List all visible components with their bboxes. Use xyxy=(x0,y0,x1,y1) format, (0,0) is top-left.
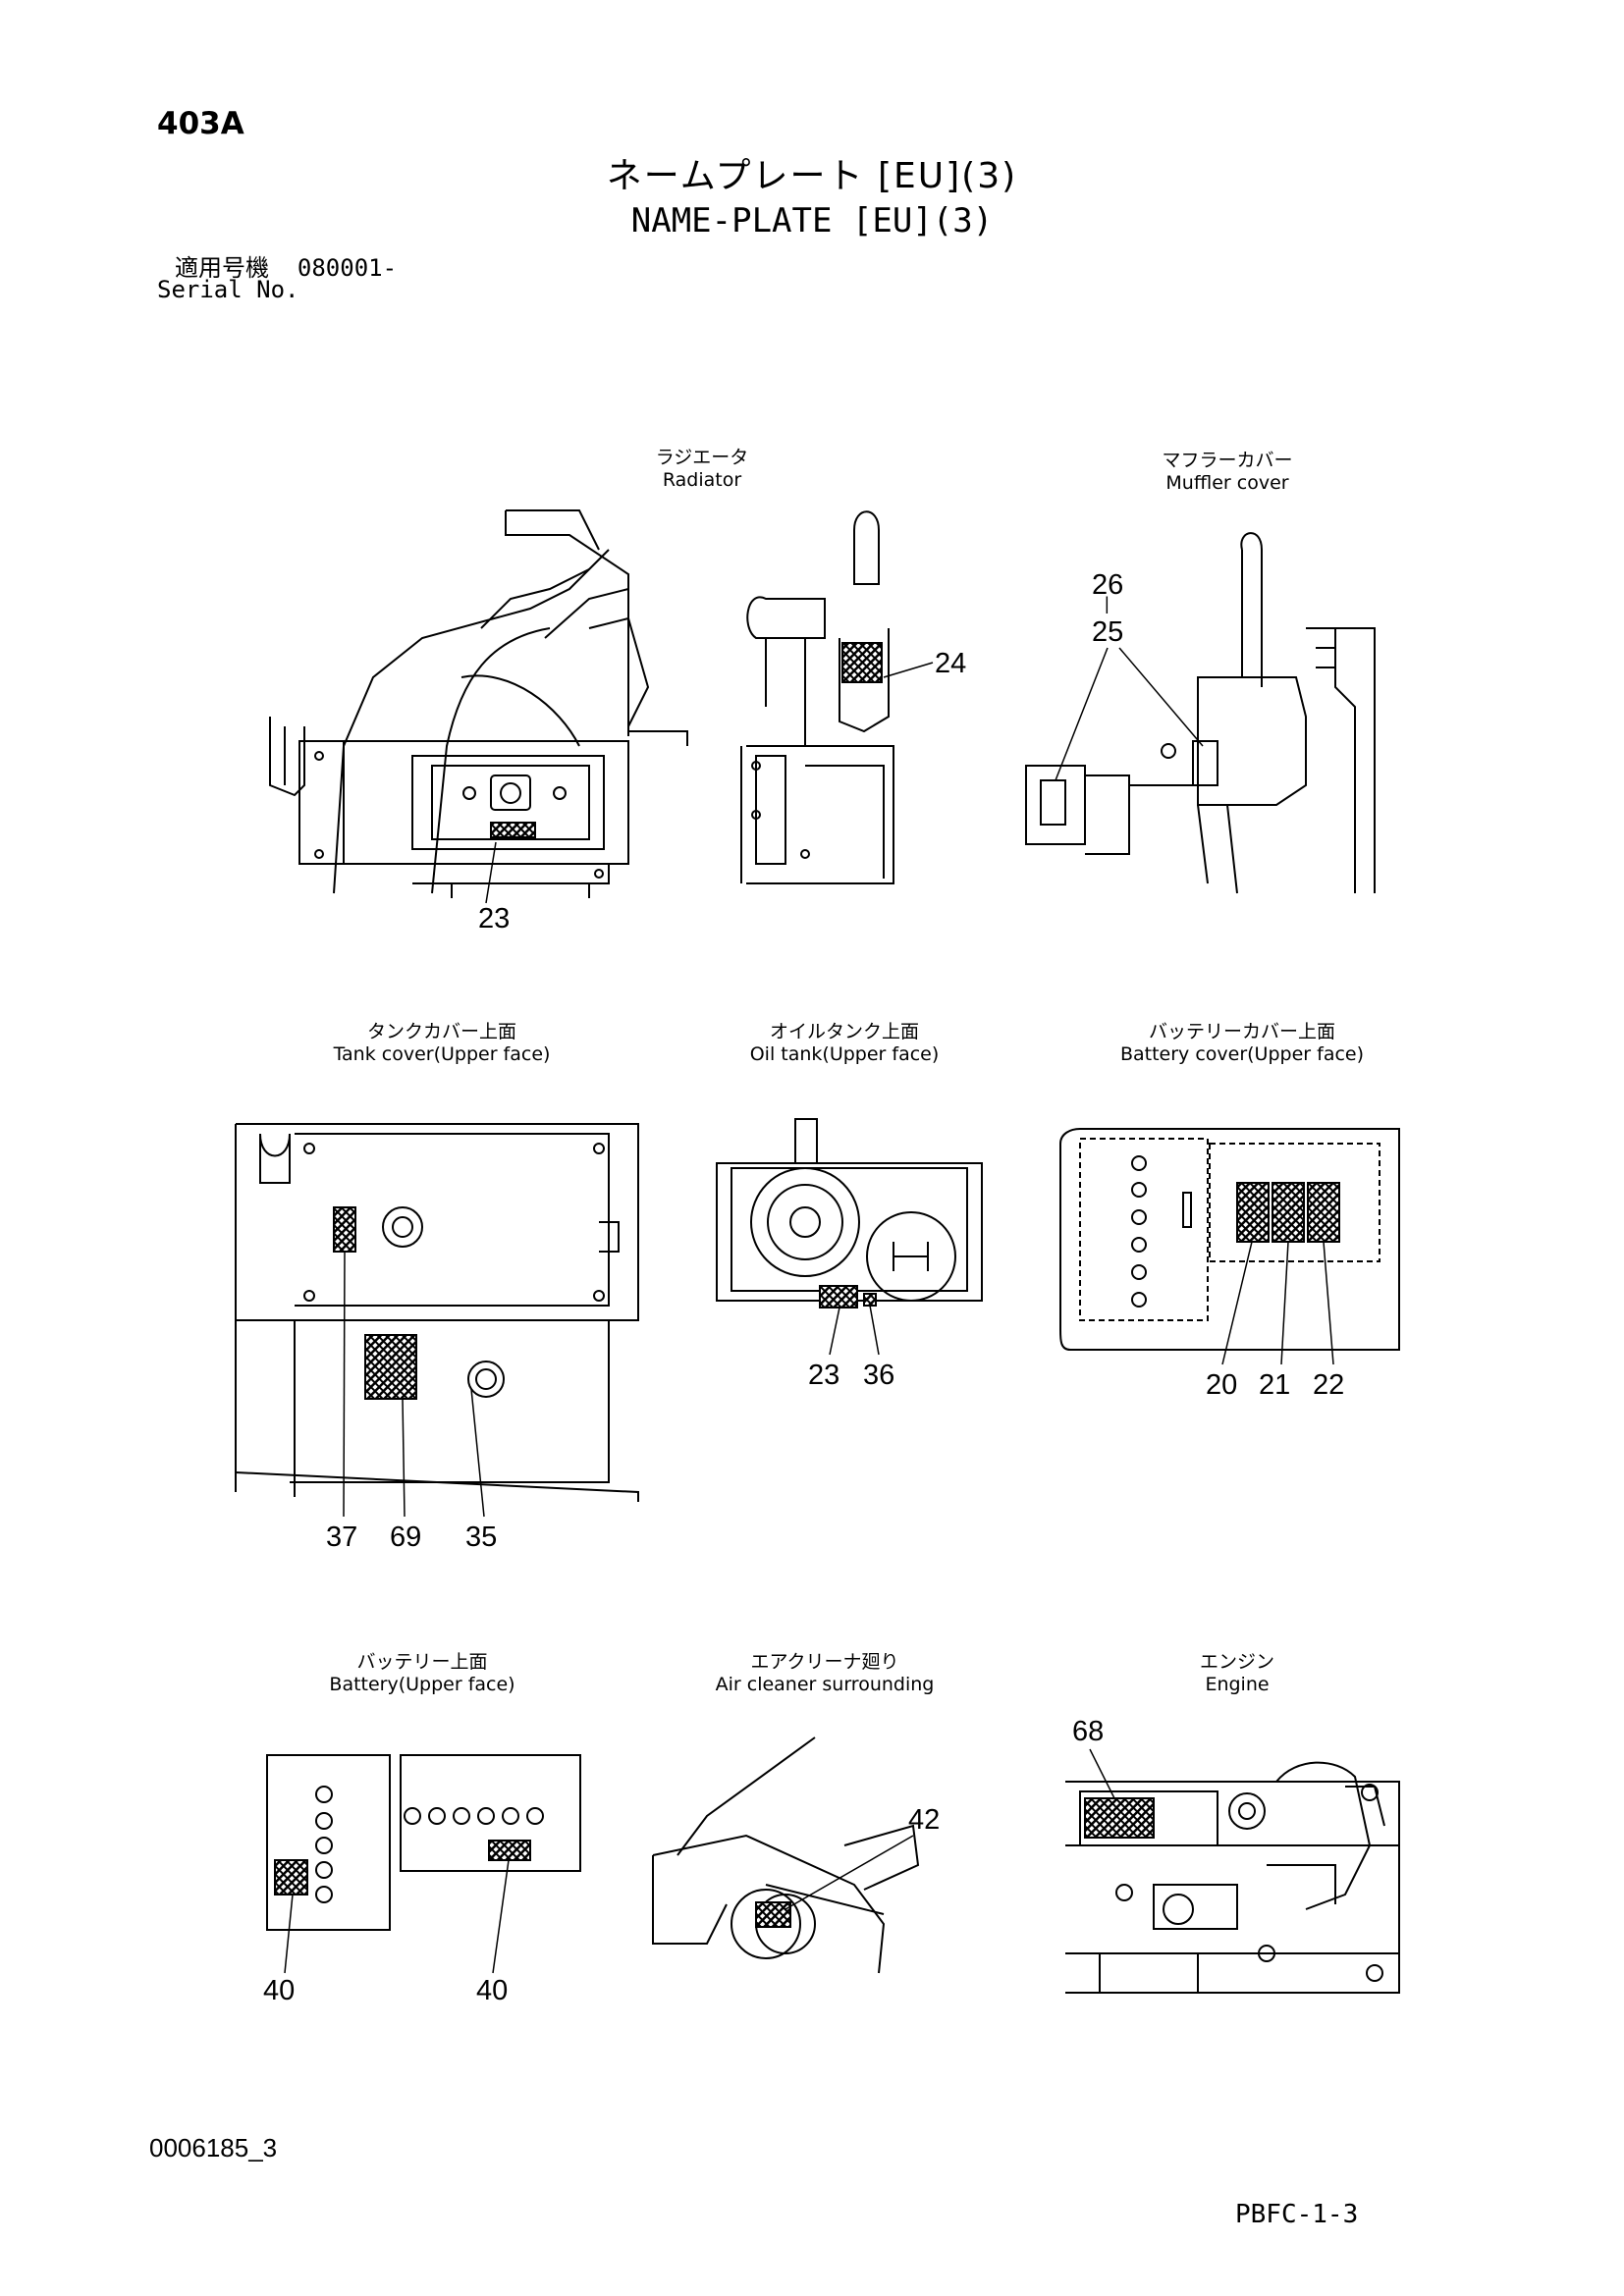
callout-tank-69: 69 xyxy=(390,1522,422,1553)
caption-tank-cover-en: Tank cover(Upper face) xyxy=(333,1043,551,1065)
page-title-jp: ネームプレート [EU](3) xyxy=(606,156,1018,196)
callout-tank-37: 37 xyxy=(326,1522,358,1553)
callout-muffler-26: 26 xyxy=(1092,569,1124,601)
serial-label-en: Serial No. xyxy=(157,276,299,303)
page-title-en: NAME-PLATE [EU](3) xyxy=(630,201,994,240)
callout-batcov-20: 20 xyxy=(1206,1369,1238,1401)
callout-batcov-22: 22 xyxy=(1313,1369,1345,1401)
battery-drawing xyxy=(267,1755,580,1973)
callout-tank-35: 35 xyxy=(465,1522,498,1553)
caption-oil-tank-jp: オイルタンク上面 xyxy=(769,1021,919,1042)
callout-batcov-21: 21 xyxy=(1259,1369,1291,1401)
radiator-front-drawing xyxy=(741,511,933,883)
caption-engine-jp: エンジン xyxy=(1199,1651,1274,1673)
callout-radiator-24: 24 xyxy=(935,648,967,679)
document-id: 0006185_3 xyxy=(149,2133,278,2163)
serial-label-jp: 適用号機 xyxy=(175,254,269,282)
page-reference: PBFC-1-3 xyxy=(1235,2200,1359,2229)
callout-battery-40-right: 40 xyxy=(476,1975,509,2006)
air-cleaner-drawing xyxy=(653,1737,918,1973)
caption-battery-cover: バッテリーカバー上面 Battery cover(Upper face) xyxy=(1100,1021,1384,1066)
caption-radiator: ラジエータ Radiator xyxy=(604,447,800,492)
callout-engine-68: 68 xyxy=(1072,1716,1105,1747)
caption-battery-en: Battery(Upper face) xyxy=(329,1674,515,1695)
caption-air-cleaner-en: Air cleaner surrounding xyxy=(715,1674,935,1695)
callout-oil-36: 36 xyxy=(863,1360,895,1391)
engine-drawing xyxy=(1065,1749,1399,1993)
caption-oil-tank-en: Oil tank(Upper face) xyxy=(749,1043,940,1065)
caption-battery: バッテリー上面 Battery(Upper face) xyxy=(295,1651,550,1696)
battery-cover-drawing xyxy=(1060,1129,1399,1364)
callout-muffler-separator: | xyxy=(1105,594,1110,614)
oil-tank-drawing xyxy=(717,1119,982,1355)
caption-battery-cover-en: Battery cover(Upper face) xyxy=(1119,1043,1365,1065)
caption-radiator-en: Radiator xyxy=(662,469,742,491)
serial-value: 080001- xyxy=(297,254,398,282)
caption-oil-tank: オイルタンク上面 Oil tank(Upper face) xyxy=(717,1021,972,1066)
callout-oil-23: 23 xyxy=(808,1360,840,1391)
caption-muffler-en: Muffler cover xyxy=(1165,472,1289,494)
caption-radiator-jp: ラジエータ xyxy=(655,447,749,468)
caption-tank-cover-jp: タンクカバー上面 xyxy=(366,1021,516,1042)
caption-battery-cover-jp: バッテリーカバー上面 xyxy=(1148,1021,1335,1042)
caption-muffler: マフラーカバー Muffler cover xyxy=(1119,450,1335,495)
page-code: 403A xyxy=(157,106,244,141)
caption-engine: エンジン Engine xyxy=(1139,1651,1335,1696)
callout-radiator-23: 23 xyxy=(478,903,511,934)
radiator-side-drawing xyxy=(270,510,687,903)
caption-muffler-jp: マフラーカバー xyxy=(1162,450,1293,471)
caption-air-cleaner: エアクリーナ廻り Air cleaner surrounding xyxy=(677,1651,972,1696)
caption-tank-cover: タンクカバー上面 Tank cover(Upper face) xyxy=(304,1021,579,1066)
caption-air-cleaner-jp: エアクリーナ廻り xyxy=(750,1651,899,1673)
muffler-cover-drawing xyxy=(1026,533,1375,893)
callout-air-42: 42 xyxy=(908,1804,941,1836)
caption-engine-en: Engine xyxy=(1205,1674,1270,1695)
callout-muffler-25: 25 xyxy=(1092,616,1124,648)
tank-cover-drawing xyxy=(236,1124,638,1517)
callout-battery-40-left: 40 xyxy=(263,1975,296,2006)
serial-line-jp: 適用号機 080001- xyxy=(175,248,397,283)
caption-battery-jp: バッテリー上面 xyxy=(356,1651,488,1673)
